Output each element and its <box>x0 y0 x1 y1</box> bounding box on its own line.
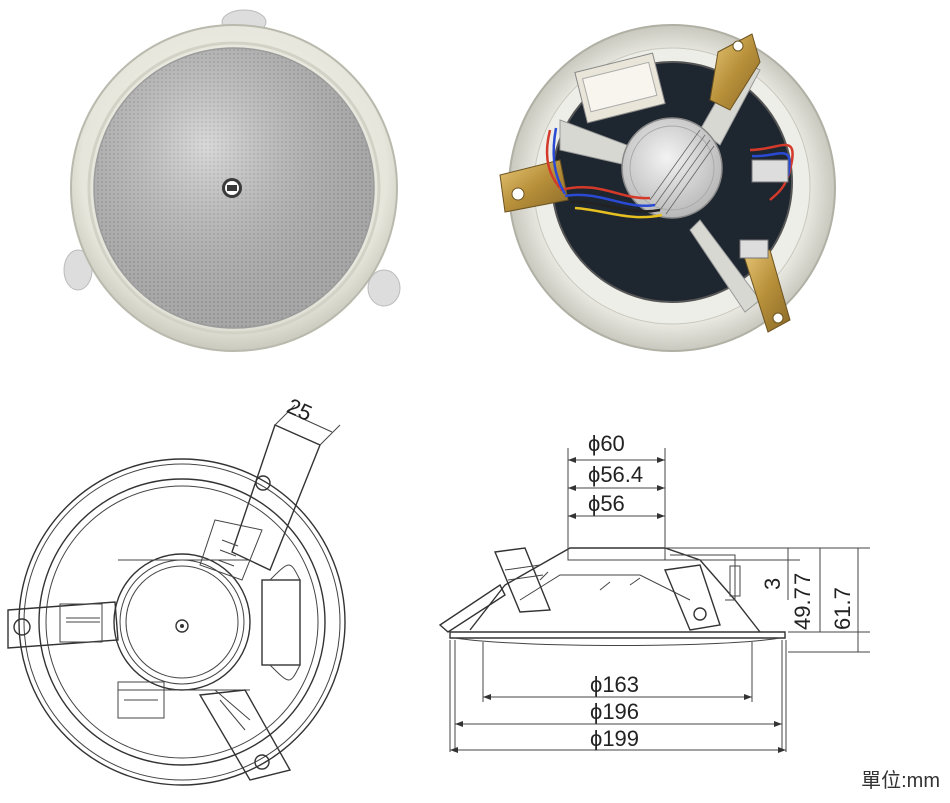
dim-d196: ϕ196 <box>590 699 639 724</box>
side-view-drawing: ϕ60 ϕ56.4 ϕ56 3 7 49.7 61.7 ϕ163 ϕ196 ϕ1… <box>438 431 870 753</box>
dim-d56: ϕ56 <box>588 491 625 516</box>
dim-clip-width: 25 <box>283 393 316 426</box>
dim-d199: ϕ199 <box>590 726 639 751</box>
unit-label: 單位:mm <box>861 770 940 792</box>
top-view-drawing: 25 <box>7 393 346 786</box>
dim-d163: ϕ163 <box>590 672 639 697</box>
speaker-back-photo <box>499 24 836 352</box>
dim-h7: 7 <box>790 573 815 585</box>
dim-h3: 3 <box>760 578 785 590</box>
speaker-front-photo <box>63 9 401 352</box>
magnet-label <box>649 129 715 215</box>
left-clip <box>7 601 119 649</box>
brand-badge <box>222 178 242 198</box>
dim-d60: ϕ60 <box>588 431 625 456</box>
top-clip <box>199 424 321 581</box>
dim-h61-7: 61.7 <box>830 587 855 630</box>
right-bracket <box>261 564 301 681</box>
dim-h49-7: 49.7 <box>790 587 815 630</box>
bottom-clip <box>198 689 292 781</box>
dim-d56-4: ϕ56.4 <box>588 462 643 487</box>
